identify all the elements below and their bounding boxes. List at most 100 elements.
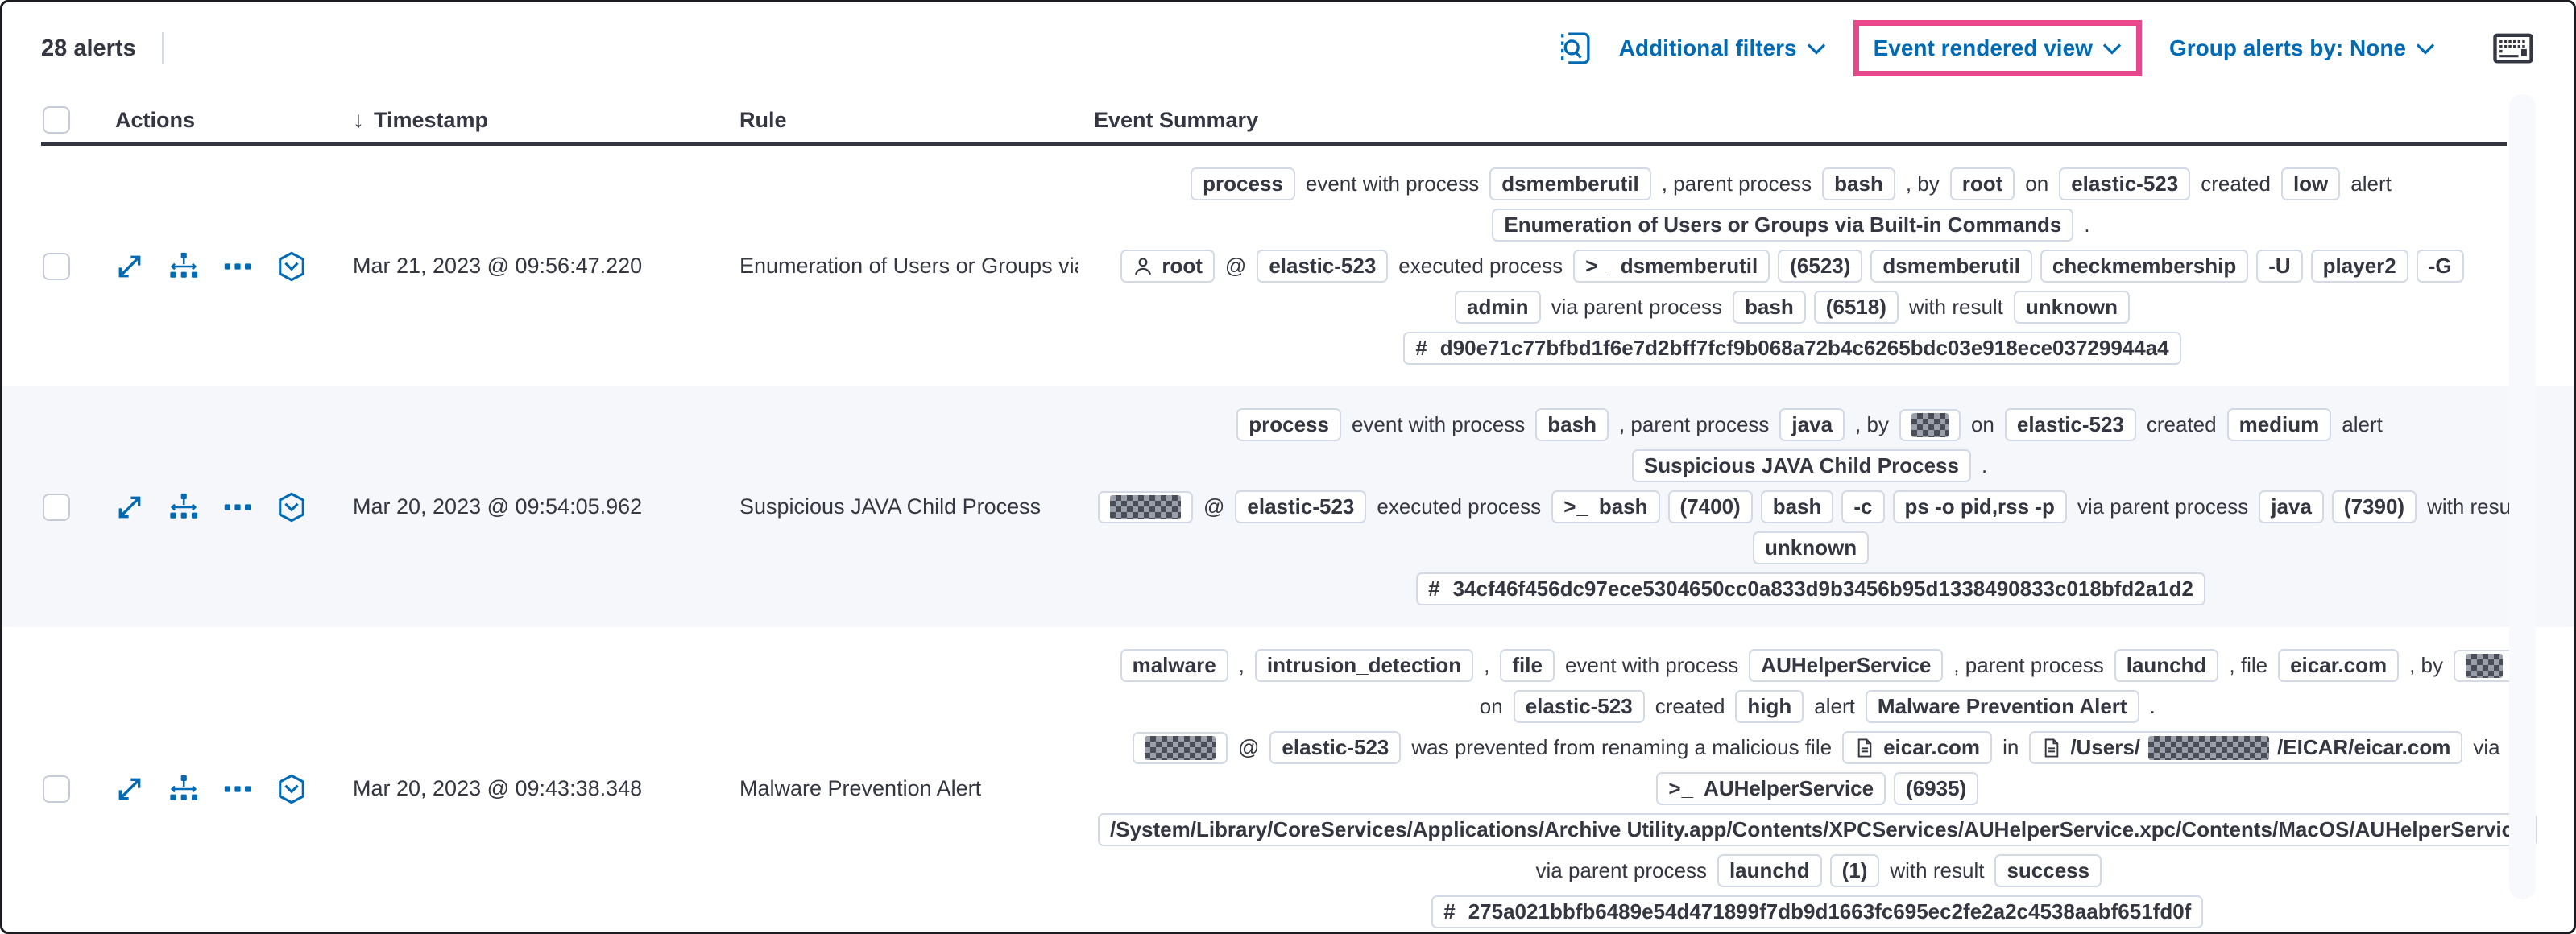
event-field-badge[interactable]: player2 [2310,250,2408,283]
event-field-badge[interactable]: eicar.com [1842,731,1993,764]
event-field-badge[interactable]: root [1949,167,2015,200]
event-field-badge[interactable]: ps -o pid,rss -p [1892,490,2067,523]
event-field-badge[interactable]: bash [1760,490,1834,523]
event-field-badge[interactable]: java [2259,490,2324,523]
timestamp-value: Mar 20, 2023 @ 09:43:38.348 [353,776,643,800]
event-field-badge[interactable]: >_bash [1551,490,1660,523]
event-field-badge[interactable]: medium [2226,408,2332,441]
summary-text: on [1479,694,1503,718]
vertical-scrollbar[interactable] [2509,94,2536,899]
event-field-badge[interactable]: Enumeration of Users or Groups via Built… [1492,209,2074,242]
event-field-badge[interactable]: high [1735,690,1804,723]
event-field-badge[interactable]: bash [1535,408,1609,441]
event-field-badge[interactable]: elastic-523 [1235,490,1367,523]
session-view-button[interactable] [276,774,307,804]
session-view-button[interactable] [276,251,307,282]
event-field-badge[interactable]: elastic-523 [1269,731,1402,764]
event-field-badge[interactable] [1899,408,1961,441]
event-field-badge[interactable]: -G [2416,250,2464,283]
event-field-badge[interactable]: intrusion_detection [1254,649,1474,682]
rule-name[interactable]: Enumeration of Users or Groups via Bui [739,254,1078,278]
additional-filters-button[interactable]: Additional filters [1619,35,1826,61]
rule-name[interactable]: Malware Prevention Alert [739,776,982,800]
event-field-badge[interactable]: AUHelperService [1749,649,1944,682]
badge-label: (6935) [1906,776,1967,800]
event-field-badge[interactable]: /Users//EICAR/eicar.com [2029,731,2463,764]
more-actions-button[interactable] [223,493,252,522]
event-field-badge[interactable]: launchd [2114,649,2219,682]
event-field-badge[interactable]: elastic-523 [1513,690,1645,723]
event-field-badge[interactable] [2454,649,2515,682]
event-field-badge[interactable]: bash [1822,167,1895,200]
row-checkbox[interactable] [43,252,70,280]
badge-label: success [2007,858,2090,882]
event-field-badge[interactable]: process [1236,408,1341,441]
event-field-badge[interactable]: bash [1733,291,1806,324]
hash-badge[interactable]: #34cf46f456dc97ece5304650cc0a833d9b3456b… [1416,572,2205,605]
more-actions-button[interactable] [223,775,252,804]
event-field-badge[interactable]: unknown [1753,531,1870,564]
event-field-badge[interactable]: malware [1120,649,1228,682]
row-checkbox[interactable] [43,493,70,521]
event-field-badge[interactable]: low [2280,167,2341,200]
analyze-event-button[interactable] [168,492,199,523]
event-field-badge[interactable]: >_dsmemberutil [1573,250,1770,283]
badge-label: elastic-523 [1525,694,1633,718]
event-field-badge[interactable]: (6518) [1813,291,1899,324]
event-field-badge[interactable]: root [1120,250,1215,283]
summary-line: #275a021bbfb6489e54d471899f7db9d1663fc69… [1094,895,2541,928]
summary-text: created [1655,694,1725,718]
summary-text: with result [2427,494,2522,519]
select-all-checkbox[interactable] [43,106,70,134]
event-field-badge[interactable]: java [1779,408,1845,441]
expand-alert-button[interactable] [115,252,144,281]
inspect-button[interactable] [1556,31,1592,66]
event-field-badge[interactable]: eicar.com [2278,649,2400,682]
event-field-badge[interactable]: file [1500,649,1555,682]
event-field-badge[interactable] [1098,490,1193,523]
event-field-badge[interactable]: process [1191,167,1295,200]
event-field-badge[interactable]: elastic-523 [2059,167,2191,200]
row-checkbox[interactable] [43,775,70,803]
rule-name[interactable]: Suspicious JAVA Child Process [739,494,1042,519]
event-field-badge[interactable]: /System/Library/CoreServices/Application… [1098,813,2537,846]
expand-alert-button[interactable] [115,493,144,522]
expand-alert-button[interactable] [115,775,144,804]
event-field-badge[interactable]: -c [1841,490,1885,523]
event-field-badge[interactable]: elastic-523 [2004,408,2136,441]
session-view-button[interactable] [276,492,307,523]
event-field-badge[interactable]: elastic-523 [1257,250,1389,283]
event-field-badge[interactable]: success [1994,854,2102,887]
event-field-badge[interactable]: unknown [2013,291,2130,324]
chevron-down-icon [2416,43,2435,55]
event-field-badge[interactable]: (6523) [1778,250,1863,283]
event-field-badge[interactable]: (7400) [1667,490,1753,523]
event-field-badge[interactable]: dsmemberutil [1870,250,2032,283]
event-field-badge[interactable]: Suspicious JAVA Child Process [1631,449,1971,482]
event-field-badge[interactable]: dsmemberutil [1489,167,1651,200]
badge-label: eicar.com [1883,735,1981,759]
event-field-badge[interactable]: -U [2256,250,2303,283]
event-field-badge[interactable]: checkmembership [2040,250,2249,283]
event-field-badge[interactable]: (1) [1829,854,1880,887]
badge-label: java [2271,494,2312,519]
event-field-badge[interactable]: >_AUHelperService [1656,772,1886,805]
column-header-timestamp[interactable]: ↓Timestamp [353,107,489,132]
group-alerts-by-button[interactable]: Group alerts by: None [2169,35,2435,61]
event-field-badge[interactable]: (6935) [1894,772,1979,805]
summary-line: Enumeration of Users or Groups via Built… [1094,209,2491,242]
keyboard-shortcuts-button[interactable] [2493,33,2533,64]
event-field-badge[interactable]: launchd [1717,854,1822,887]
event-rendered-view-button[interactable]: Event rendered view [1874,35,2122,61]
event-field-badge[interactable]: Malware Prevention Alert [1865,690,2139,723]
event-field-badge[interactable]: admin [1454,291,1541,324]
analyze-event-button[interactable] [168,774,199,804]
hash-badge[interactable]: #275a021bbfb6489e54d471899f7db9d1663fc69… [1431,895,2204,928]
event-field-badge[interactable] [1133,731,1228,764]
summary-text: . [1981,453,1988,477]
event-field-badge[interactable]: (7390) [2331,490,2417,523]
table-row: Mar 20, 2023 @ 09:43:38.348 Malware Preve… [2,627,2574,932]
hash-badge[interactable]: #d90e71c77bfbd1f6e7d2bff7fcf9b068a72b4c6… [1403,332,2181,365]
analyze-event-button[interactable] [168,251,199,282]
more-actions-button[interactable] [223,252,252,281]
